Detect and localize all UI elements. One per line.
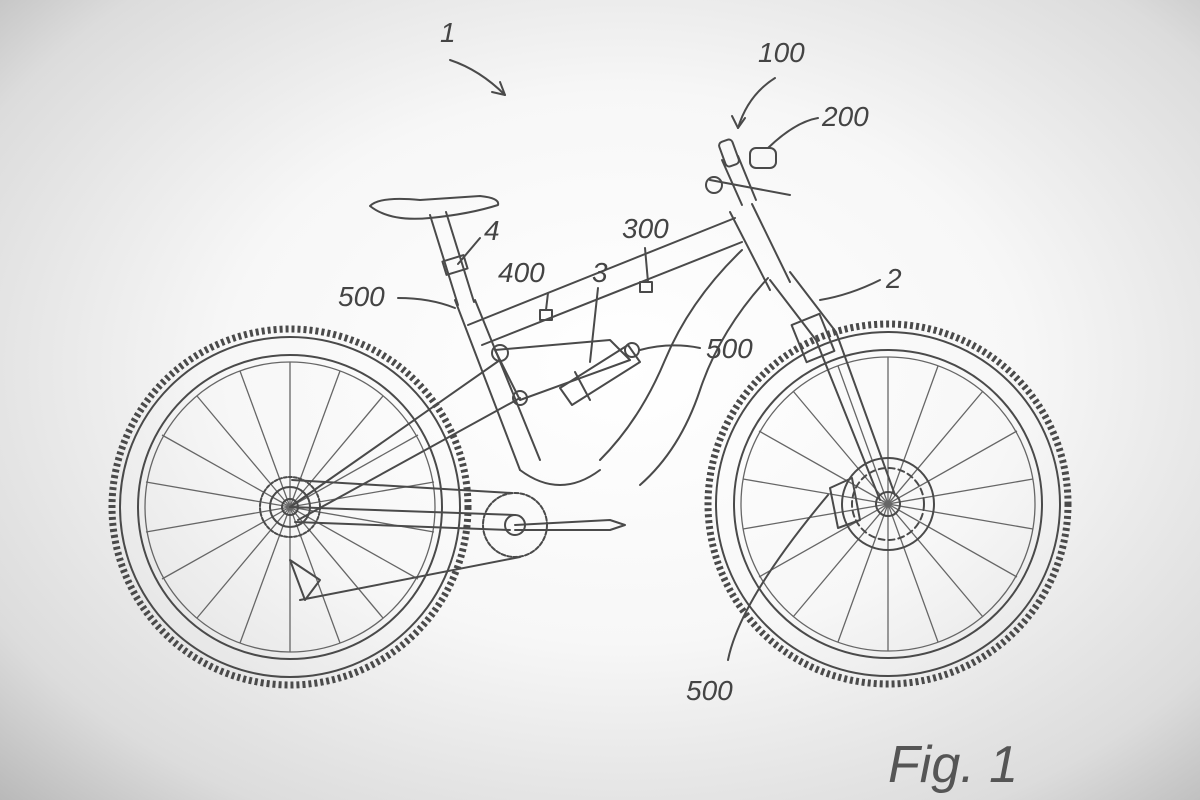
label-fork-2: 2: [885, 263, 902, 294]
front-spokes: [743, 357, 1033, 651]
label-sensor-500-seatpost: 500: [338, 281, 385, 312]
label-unit-300: 300: [622, 213, 669, 244]
label-system-1: 1: [440, 17, 456, 48]
derailleur: [290, 560, 320, 600]
label-sensor-500-shock: 500: [706, 333, 753, 364]
controller-200-unit: [750, 148, 776, 168]
label-sensor-500-wheel: 500: [686, 675, 733, 706]
rear-shock: [560, 343, 640, 405]
figure-caption: Fig. 1: [888, 736, 1018, 794]
front-wheel: [708, 324, 1068, 684]
label-unit-400: 400: [498, 257, 545, 288]
label-controller-200: 200: [821, 101, 869, 132]
bicycle-frame: [290, 204, 790, 530]
label-shock-3: 3: [592, 257, 608, 288]
unit-300-block: [640, 282, 652, 292]
label-assembly-100: 100: [758, 37, 805, 68]
assembly-100-grip: [718, 138, 740, 167]
handlebar-cockpit: [706, 138, 790, 205]
saddle: [370, 196, 498, 219]
dropper-seatpost: [370, 196, 498, 305]
label-seatpost-4: 4: [484, 215, 500, 246]
